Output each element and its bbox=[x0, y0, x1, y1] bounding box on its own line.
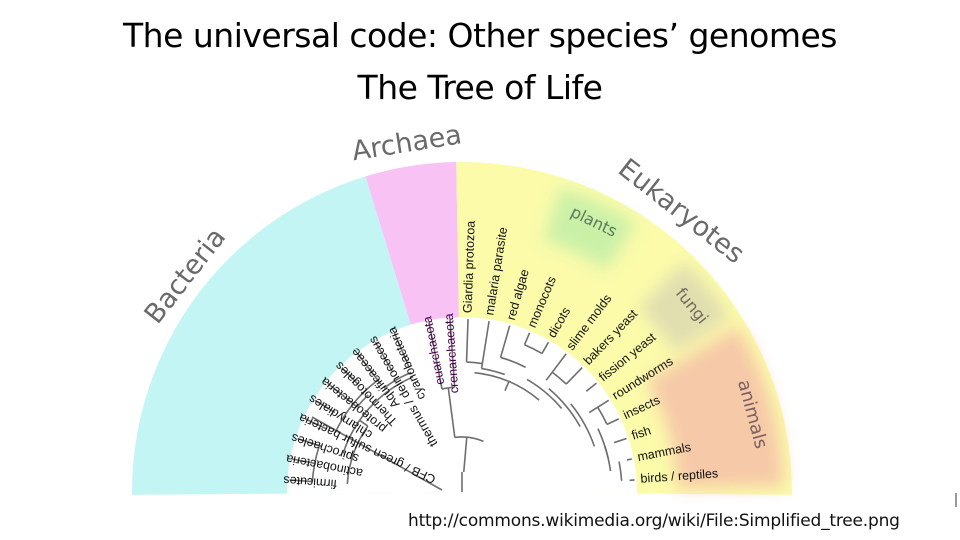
leaf-label: fish bbox=[630, 423, 653, 442]
slide-subtitle: The Tree of Life bbox=[357, 68, 603, 107]
leaf-label: crenarchaeota bbox=[442, 313, 462, 394]
tree-center-area bbox=[287, 317, 637, 494]
subgroup-fungi bbox=[639, 261, 731, 354]
subgroup-plants bbox=[543, 187, 637, 270]
subgroup-animals bbox=[646, 326, 784, 489]
tree-branches bbox=[289, 319, 635, 492]
leaf-label: birds / reptiles bbox=[640, 466, 719, 485]
subgroup-sectors bbox=[543, 187, 784, 489]
leaf-label: firmicutes bbox=[283, 473, 337, 491]
slide-title: The universal code: Other species’ genom… bbox=[123, 16, 837, 55]
domain-label-archaea: Archaea bbox=[350, 119, 464, 167]
leaf-label: Giardia protozoa bbox=[461, 220, 478, 313]
source-citation: http://commons.wikimedia.org/wiki/File:S… bbox=[408, 511, 900, 531]
edge-marker bbox=[955, 493, 957, 507]
